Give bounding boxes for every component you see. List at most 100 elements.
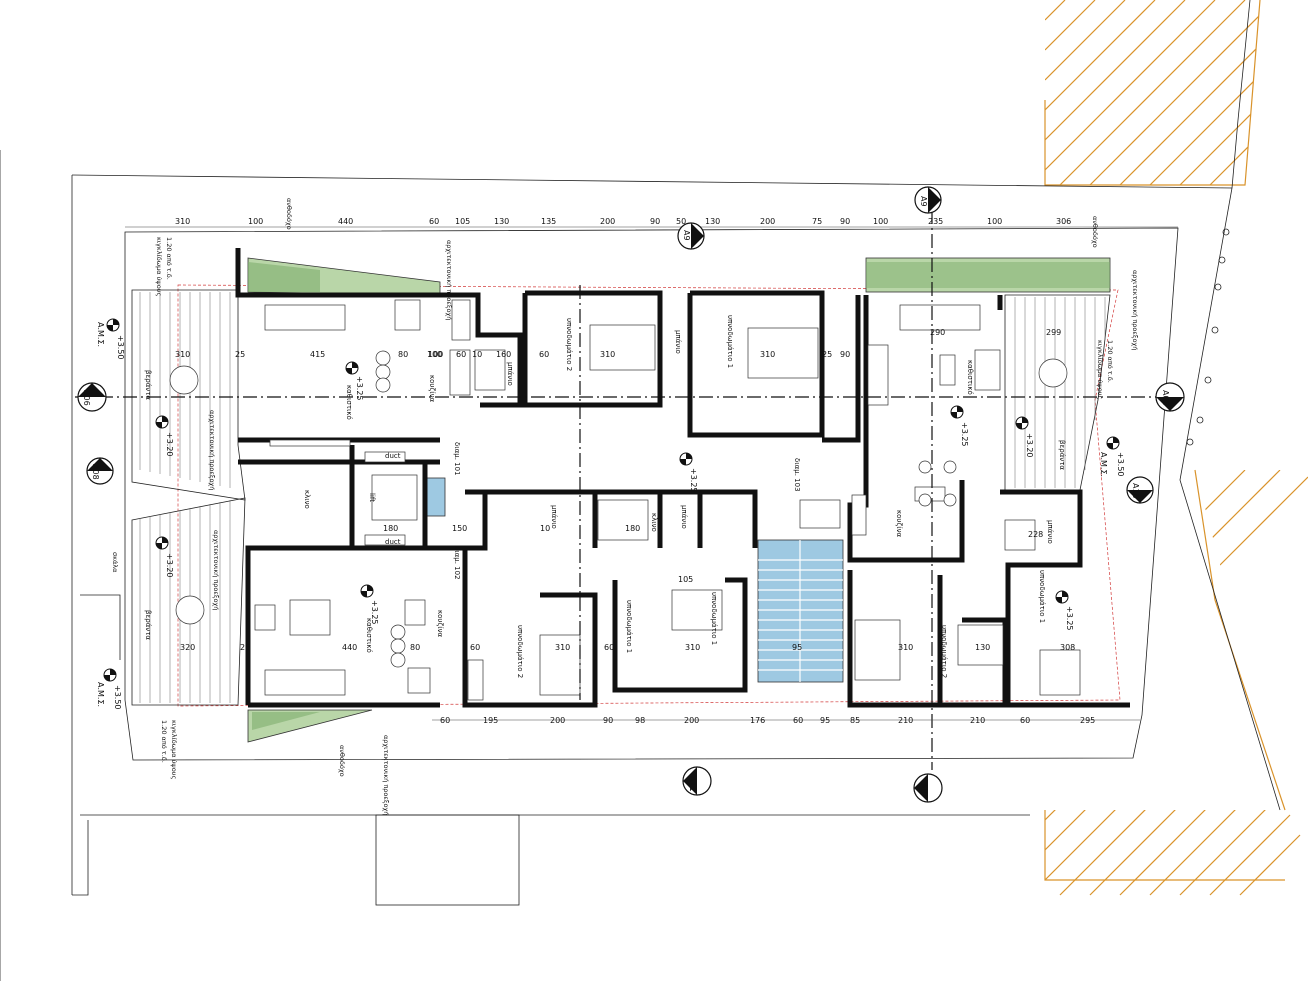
dim-interior: 310 — [600, 350, 615, 359]
dim-bottom: 195 — [483, 716, 498, 725]
dim-interior: 308 — [1060, 643, 1075, 652]
section-label: A08 — [91, 464, 100, 480]
section-marker-icon — [914, 186, 942, 214]
room-label-living: καθιστικό — [966, 360, 974, 395]
planter-bottom-left — [247, 709, 373, 743]
planter-top-right — [865, 257, 1111, 293]
site-hatch-bottom-right — [1044, 469, 1308, 896]
dim-bottom: 176 — [750, 716, 765, 725]
dim-top: 105 — [455, 217, 470, 226]
room-label-duct: duct — [385, 538, 401, 546]
level-marker-icon — [1106, 436, 1120, 450]
level-main: +3.25 — [960, 422, 969, 447]
level-marker-icon — [360, 584, 374, 598]
dim-top: 100 — [987, 217, 1002, 226]
level-main: +3.25 — [355, 376, 364, 401]
section-marker-icon — [1155, 382, 1185, 412]
dim-interior: 80 — [398, 350, 408, 359]
level-veranda: +3.20 — [1025, 433, 1034, 458]
dim-interior: 25 — [240, 643, 250, 652]
level-veranda: +3.20 — [165, 432, 174, 457]
section-label: A06 — [1161, 390, 1170, 406]
note-planter: ανθοδόχο — [338, 745, 346, 777]
section-marker-icon — [86, 457, 114, 485]
dim-interior: 310 — [898, 643, 913, 652]
section-label: A06 — [82, 390, 91, 406]
dim-interior: 150 — [452, 524, 467, 533]
note-arch-projection: αρχιτεκτονική προεξοχή — [1131, 270, 1139, 350]
dims-top: 310 100 440 60 105 130 135 200 90 50 130… — [175, 217, 1071, 226]
dim-interior: 180 — [383, 524, 398, 533]
dim-interior: 310 — [685, 643, 700, 652]
room-label-duct: duct — [385, 452, 401, 460]
dim-interior: 25 — [235, 350, 245, 359]
room-label-bedroom2: υπνοδωμάτιο 2 — [565, 318, 573, 371]
room-label-bedroom1: υπνοδωμάτιο 1 — [726, 315, 734, 368]
section-marker-icon — [677, 222, 705, 250]
dim-interior: 130 — [975, 643, 990, 652]
room-label-kitchen: κουζίνα — [428, 375, 436, 403]
note-rail-detail: 1.20 από τ.δ. — [165, 237, 173, 280]
dim-interior: 95 — [792, 643, 802, 652]
dim-top: 310 — [175, 217, 190, 226]
level-marker-icon — [1015, 416, 1029, 430]
room-label-bathroom: μπάνιο — [680, 505, 688, 529]
notes: ανθοδόχο αρχιτεκτονική προεξοχή κιγκλίδω… — [111, 198, 1139, 815]
room-label-bedroom2: υπνοδωμάτιο 2 — [940, 625, 948, 678]
note-rail: κιγκλίδωμα ύψους — [1096, 340, 1104, 399]
note-arch-projection: αρχιτεκτονική προεξοχή — [208, 410, 216, 490]
dim-top: 90 — [650, 217, 660, 226]
dim-top: 100 — [248, 217, 263, 226]
dim-interior: 440 — [342, 643, 357, 652]
dim-bottom: 210 — [898, 716, 913, 725]
section-marker-icon — [77, 382, 107, 412]
level-veranda: +3.20 — [165, 553, 174, 578]
dim-bottom: 95 — [820, 716, 830, 725]
level-ams: +3.50 — [1116, 452, 1125, 477]
dim-interior: 10 — [472, 350, 482, 359]
level-marker-icon — [1055, 590, 1069, 604]
level-marker-icon — [155, 415, 169, 429]
dim-interior: 25 — [822, 350, 832, 359]
dims-bottom: 60 195 200 90 98 200 176 60 95 85 210 21… — [440, 716, 1095, 725]
section-label: A10 — [1131, 483, 1140, 499]
note-rail: κιγκλίδωμα ύψους — [155, 237, 163, 296]
level-ams-label: Α.Μ.Σ. — [96, 682, 105, 707]
dim-interior: 100 — [427, 350, 442, 359]
veranda-left-bottom — [131, 497, 246, 706]
dim-interior: 10 — [540, 524, 550, 533]
dim-top: 75 — [812, 217, 822, 226]
planter-top-left — [247, 257, 441, 296]
dim-interior: 160 — [496, 350, 511, 359]
section-axes — [75, 210, 1180, 770]
note-arch-projection: αρχιτεκτονική προεξοχή — [212, 530, 220, 610]
note-rail-detail: 1.20 από τ.δ. — [1106, 340, 1114, 383]
dim-top: 200 — [600, 217, 615, 226]
dim-interior: 320 — [180, 643, 195, 652]
site-boundary — [0, 0, 1281, 981]
room-label-bedroom2: υπνοδωμάτιο 2 — [516, 625, 524, 678]
dim-bottom: 85 — [850, 716, 860, 725]
room-labels: καθιστικό κουζίνα μπάνιο υπνοδωμάτιο 2 μ… — [144, 315, 1066, 678]
level-main: +3.25 — [1065, 606, 1074, 631]
dim-top: 130 — [494, 217, 509, 226]
dim-interior: 299 — [1046, 328, 1061, 337]
dim-bottom: 200 — [684, 716, 699, 725]
room-label-bathroom: μπάνιο — [674, 330, 682, 354]
room-label-closet: κλινο — [303, 490, 311, 509]
note-skala: σκάλα — [111, 552, 119, 572]
dim-bottom: 60 — [1020, 716, 1030, 725]
dim-interior: 60 — [470, 643, 480, 652]
dim-interior: 290 — [930, 328, 945, 337]
dim-interior: 105 — [678, 575, 693, 584]
dim-bottom: 200 — [550, 716, 565, 725]
room-label-bedroom1: υπνοδωμάτιο 1 — [1038, 570, 1046, 623]
level-marker-icon — [345, 361, 359, 375]
site-hatch-top-right — [1044, 0, 1261, 186]
dim-top: 306 — [1056, 217, 1071, 226]
veranda-right — [1004, 294, 1111, 491]
room-label-lift: lift — [368, 493, 376, 502]
building-outline — [124, 227, 1179, 761]
dim-interior: 228 — [1028, 530, 1043, 539]
room-label-living: καθιστικό — [365, 618, 373, 653]
